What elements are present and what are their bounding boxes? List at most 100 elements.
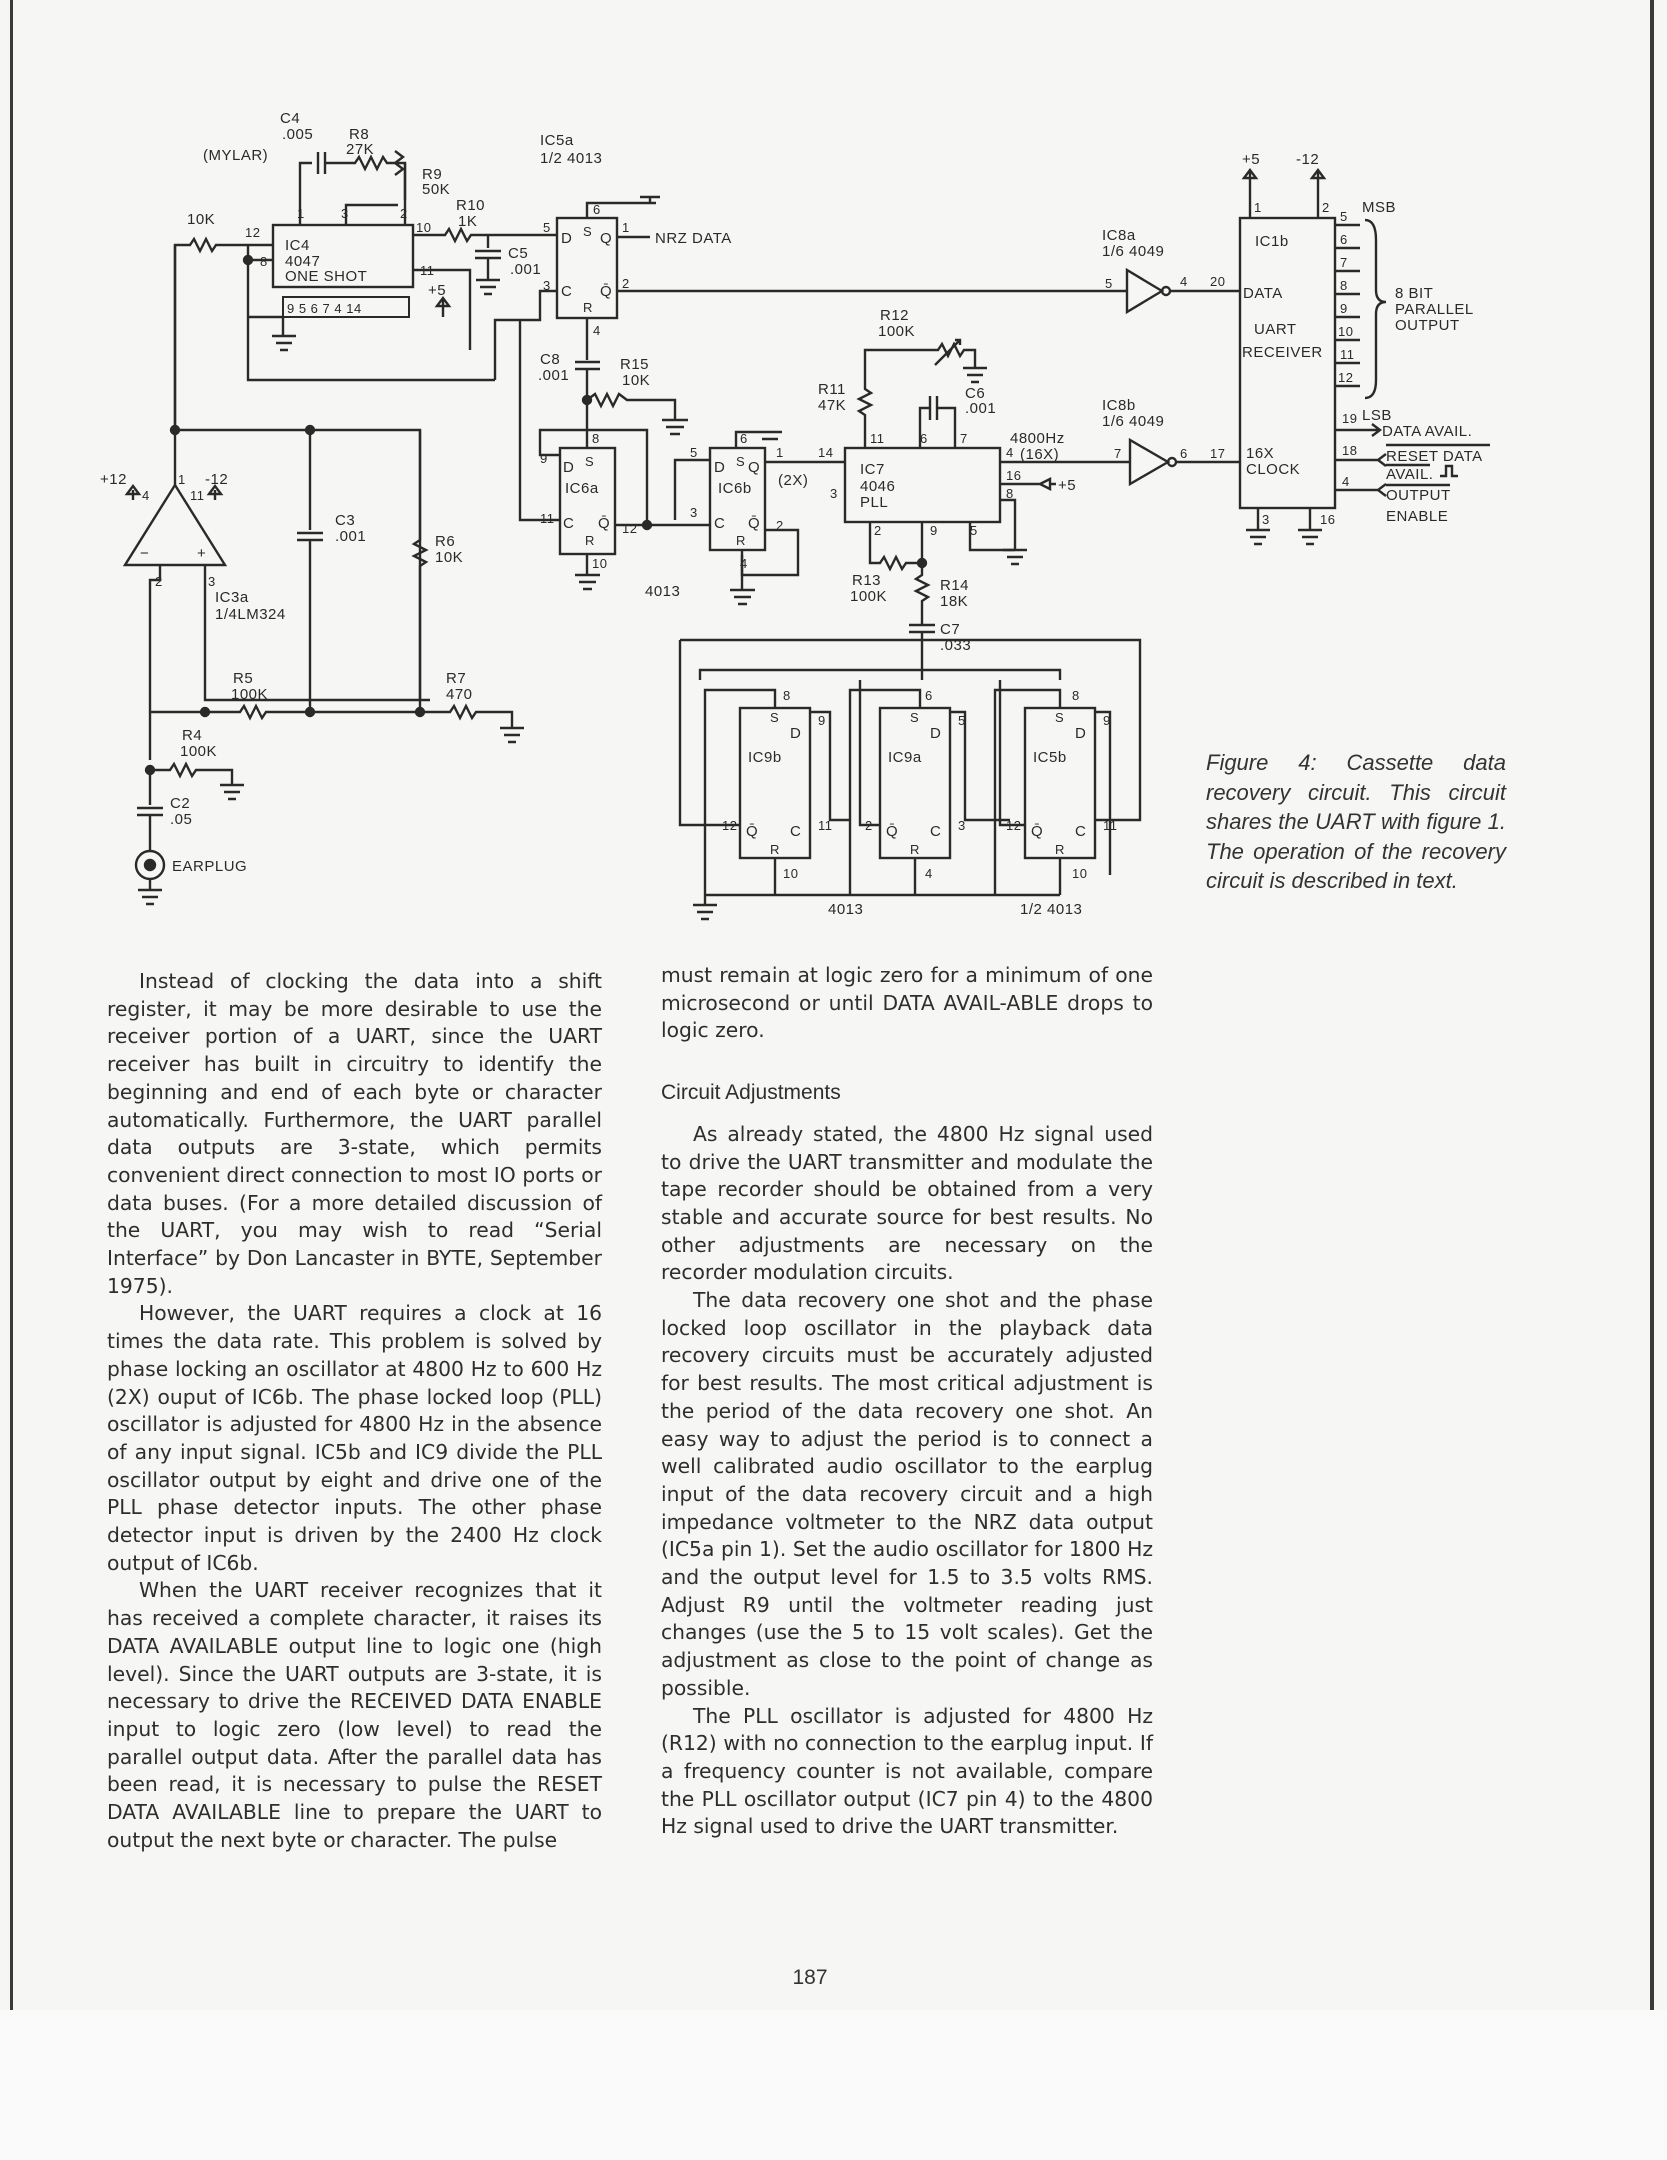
paragraph: The PLL oscillator is adjusted for 4800 … xyxy=(661,1703,1153,1839)
svg-text:C: C xyxy=(930,823,941,840)
svg-text:2: 2 xyxy=(155,574,163,589)
svg-text:Q: Q xyxy=(748,459,760,476)
paragraph: However, the UART requires a clock at 16… xyxy=(107,1301,602,1575)
c7-label: C7 xyxy=(940,621,960,638)
svg-text:7: 7 xyxy=(1114,446,1122,461)
ic7-label: IC7 xyxy=(860,461,885,478)
earplug-label: EARPLUG xyxy=(172,858,247,875)
r7-label: R7 xyxy=(446,670,466,687)
ic5b-label: IC5b xyxy=(1033,749,1067,766)
mylar-label: (MYLAR) xyxy=(203,147,268,164)
svg-text:Q̄: Q̄ xyxy=(598,515,610,532)
svg-text:3: 3 xyxy=(830,486,838,501)
svg-text:Q̄: Q̄ xyxy=(600,283,612,300)
svg-text:1: 1 xyxy=(1254,200,1262,215)
svg-text:S: S xyxy=(583,224,592,239)
svg-text:1: 1 xyxy=(776,445,784,460)
nrz-label: NRZ DATA xyxy=(655,230,732,247)
svg-text:R: R xyxy=(736,533,746,548)
data-avail-label: DATA AVAIL. xyxy=(1382,423,1472,440)
svg-text:19: 19 xyxy=(1342,411,1357,426)
svg-text:18: 18 xyxy=(1342,443,1357,458)
r15-value: 10K xyxy=(622,372,650,389)
supply-plus5: +5 xyxy=(1242,151,1260,168)
body-column-left: Instead of clocking the data into a shif… xyxy=(107,968,602,1855)
svg-text:C: C xyxy=(790,823,801,840)
svg-text:S: S xyxy=(736,454,745,469)
svg-text:6: 6 xyxy=(593,202,601,217)
svg-text:Q̄: Q̄ xyxy=(746,823,758,840)
svg-text:Q̄: Q̄ xyxy=(748,515,760,532)
c4-value: .005 xyxy=(282,126,313,143)
svg-text:R: R xyxy=(770,842,780,857)
svg-text:5: 5 xyxy=(543,220,551,235)
c7-value: .033 xyxy=(940,637,971,654)
svg-text:6: 6 xyxy=(1340,232,1348,247)
svg-text:3: 3 xyxy=(543,278,551,293)
r9-value: 50K xyxy=(422,181,450,198)
svg-text:+: + xyxy=(197,545,206,562)
ic1b-data: DATA xyxy=(1243,285,1283,302)
ic8a-label: IC8a xyxy=(1102,227,1136,244)
paragraph: Instead of clocking the data into a shif… xyxy=(107,969,602,1298)
figure-caption: Figure 4: Cassette data recovery circuit… xyxy=(1206,750,1506,893)
ic8b-label: IC8b xyxy=(1102,397,1136,414)
ic3a-part: 1/4LM324 xyxy=(215,606,286,623)
freq-mult-label: (16X) xyxy=(1020,446,1059,463)
svg-text:C: C xyxy=(561,283,572,300)
svg-text:9: 9 xyxy=(540,451,548,466)
svg-text:9: 9 xyxy=(1103,713,1111,728)
ic6b-label: IC6b xyxy=(718,480,752,497)
ic4-pin-row xyxy=(282,296,410,318)
svg-text:D: D xyxy=(790,725,801,742)
ic4-plus5: +5 xyxy=(428,282,446,299)
svg-text:Q̄: Q̄ xyxy=(1031,823,1043,840)
svg-text:6: 6 xyxy=(925,688,933,703)
ic4-pin3: 3 xyxy=(341,206,349,221)
svg-text:7: 7 xyxy=(960,431,968,446)
svg-text:8: 8 xyxy=(1072,688,1080,703)
ic4-part: 4047 xyxy=(285,253,320,270)
svg-text:3: 3 xyxy=(1262,512,1270,527)
svg-text:D: D xyxy=(561,230,572,247)
svg-text:5: 5 xyxy=(958,713,966,728)
c4-label: C4 xyxy=(280,110,300,127)
svg-text:2: 2 xyxy=(622,276,630,291)
c6-value: .001 xyxy=(965,400,996,417)
paragraph: must remain at logic zero for a minimum … xyxy=(661,963,1153,1043)
ic7-plus5: +5 xyxy=(1058,477,1076,494)
r12-label: R12 xyxy=(880,307,909,324)
ic6b-box xyxy=(708,446,767,552)
page-number: 187 xyxy=(792,1966,828,1989)
ic7-part: 4046 xyxy=(860,478,895,495)
r11-value: 47K xyxy=(818,397,846,414)
svg-text:S: S xyxy=(910,710,919,725)
svg-text:10: 10 xyxy=(592,556,607,571)
r6-value: 10K xyxy=(435,549,463,566)
output-label: OUTPUT xyxy=(1386,487,1451,504)
svg-text:R: R xyxy=(583,300,593,315)
out-label-1: 8 BIT xyxy=(1395,285,1433,302)
svg-text:6: 6 xyxy=(1180,446,1188,461)
svg-text:C: C xyxy=(1075,823,1086,840)
svg-text:9: 9 xyxy=(930,523,938,538)
r10-label: R10 xyxy=(456,197,485,214)
ic4-desc: ONE SHOT xyxy=(285,268,367,285)
svg-text:3: 3 xyxy=(690,505,698,520)
ic8a-part: 1/6 4049 xyxy=(1102,243,1164,260)
c2-label: C2 xyxy=(170,795,190,812)
svg-text:Q: Q xyxy=(600,230,612,247)
svg-text:S: S xyxy=(770,710,779,725)
c5-label: C5 xyxy=(508,245,528,262)
r7-value: 470 xyxy=(446,686,473,703)
supply-minus12: -12 xyxy=(1296,151,1319,168)
reset-data-label: RESET DATA xyxy=(1386,448,1483,465)
ic7-desc: PLL xyxy=(860,494,888,511)
svg-text:11: 11 xyxy=(870,431,885,446)
svg-text:11: 11 xyxy=(190,488,205,503)
svg-text:6: 6 xyxy=(920,431,928,446)
svg-text:D: D xyxy=(714,459,725,476)
enable-label: ENABLE xyxy=(1386,508,1448,525)
svg-text:12: 12 xyxy=(1338,370,1353,385)
paragraph: The data recovery one shot and the phase… xyxy=(661,1288,1153,1700)
